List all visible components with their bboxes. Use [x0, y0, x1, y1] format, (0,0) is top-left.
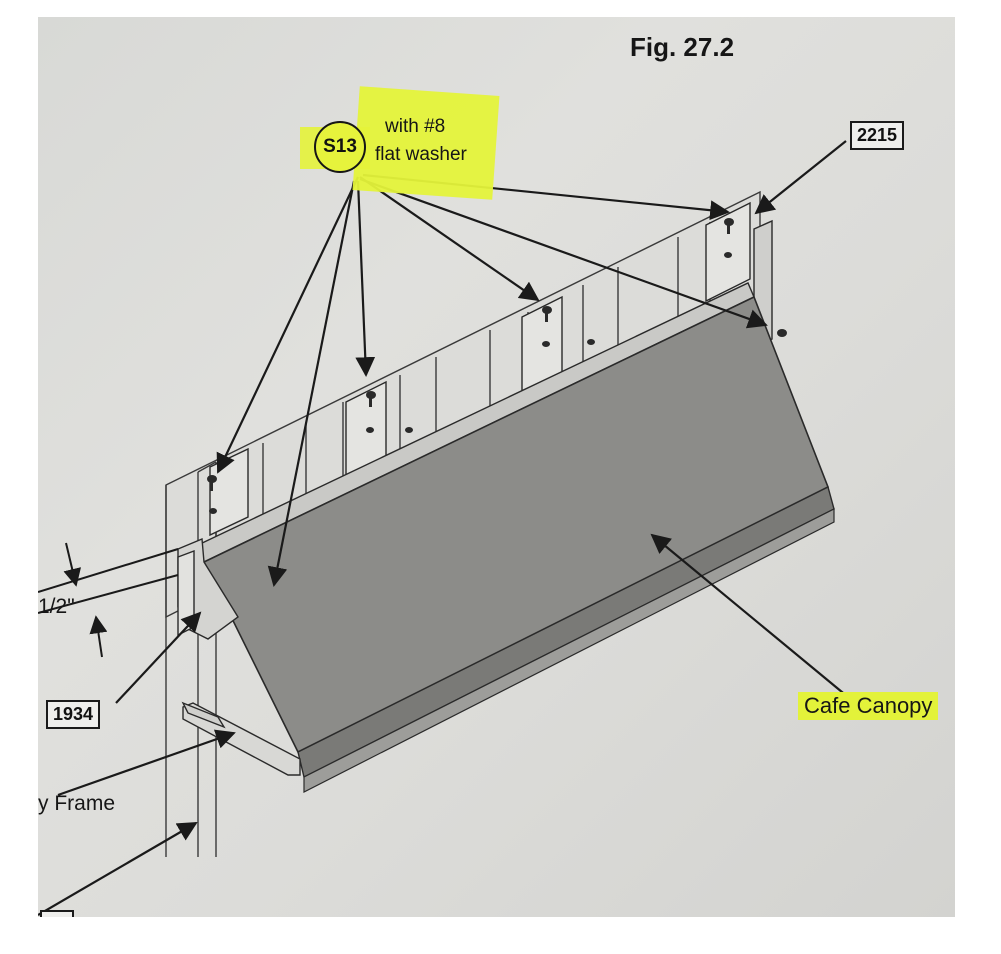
- highlight-note: [352, 86, 500, 200]
- leader-frame-lower: [38, 822, 198, 916]
- screw-code: S13: [323, 136, 357, 157]
- diagram-sheet: Fig. 27.2 S13 with #8 flat washer 2215 1…: [38, 17, 955, 917]
- screw-note-line2: flat washer: [375, 144, 467, 165]
- screw-note-line1: with #8: [385, 116, 446, 137]
- leader-1934: [115, 611, 202, 704]
- assembly-drawing: [38, 140, 849, 916]
- leader-frame-upper: [57, 729, 236, 797]
- screw-callout-circle: S13: [314, 121, 366, 173]
- canopy-panel: [202, 295, 835, 793]
- dimension-label: 1/2": [38, 595, 75, 618]
- frame-label: y Frame: [38, 792, 116, 815]
- support-arm: [181, 701, 301, 776]
- canopy-label: Cafe Canopy: [798, 692, 939, 721]
- dimension-arrows: [63, 542, 108, 658]
- dimension-lines: [38, 548, 179, 614]
- figure-title: Fig. 27.2: [630, 32, 735, 62]
- part-number-2215: 2215: [850, 121, 905, 150]
- part-number-1934: 1934: [46, 700, 101, 729]
- cropped-label-box: [40, 910, 74, 917]
- leader-canopy: [650, 533, 849, 698]
- leader-2215: [754, 140, 847, 215]
